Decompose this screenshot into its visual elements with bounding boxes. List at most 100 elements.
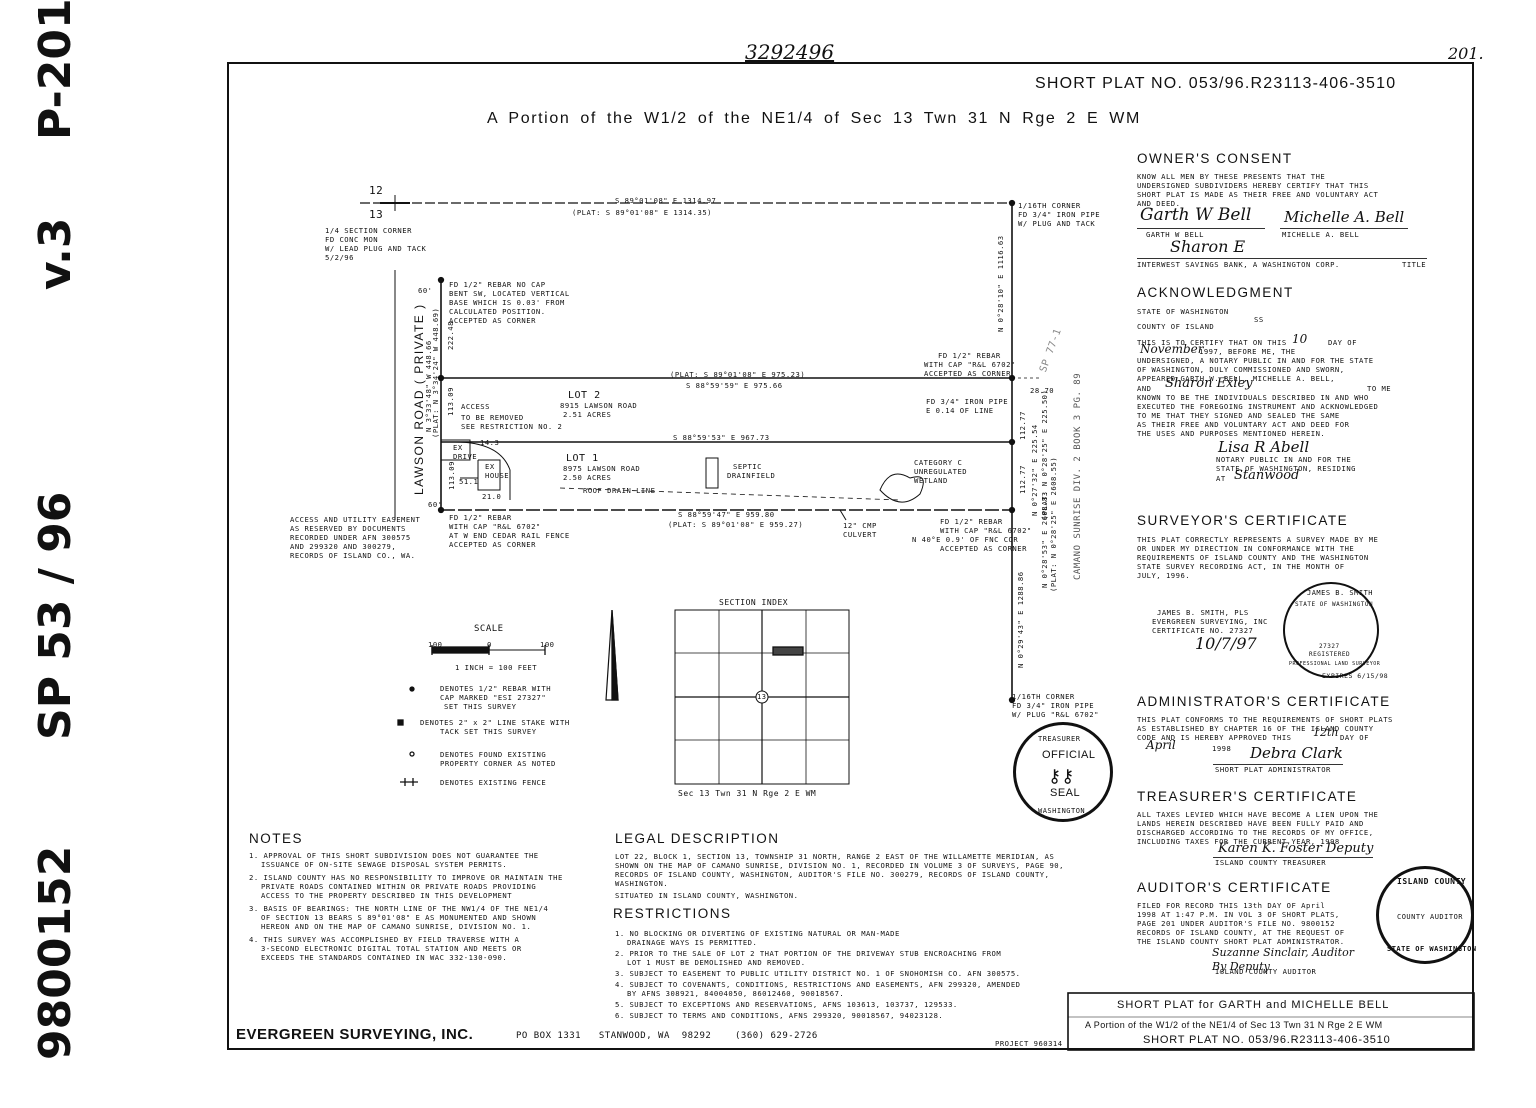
admin-sig-line xyxy=(1213,764,1343,765)
seal-registered: REGISTERED xyxy=(1309,651,1351,658)
admin-label: SHORT PLAT ADMINISTRATOR xyxy=(1215,765,1331,774)
owners-consent-title: OWNER'S CONSENT xyxy=(1137,151,1293,166)
east-mid-bearing: N 0°27'32" E 225.54 xyxy=(1030,424,1039,516)
seal-state-text: STATE OF WASHINGTON xyxy=(1295,601,1374,608)
bank-name: INTERWEST SAVINGS BANK, A WASHINGTON COR… xyxy=(1137,260,1340,269)
owner-signature-2: Michelle A. Bell xyxy=(1284,208,1405,226)
dim-14: 14.3 xyxy=(480,438,500,447)
owner-name-2: MICHELLE A. BELL xyxy=(1282,230,1360,239)
admin-month: April xyxy=(1146,738,1176,752)
plat-portion-title: A Portion of the W1/2 of the NE1/4 of Se… xyxy=(487,110,1141,127)
doc-number: 3292496 xyxy=(745,40,835,64)
legal-situated: SITUATED IN ISLAND COUNTY, WASHINGTON. xyxy=(615,891,799,900)
lot2-address: 8915 LAWSON ROAD xyxy=(560,401,638,410)
east-top-bearing: N 0°28'10" E 1116.63 xyxy=(996,235,1005,332)
titleblock-line-2: A Portion of the W1/2 of the NE1/4 of Se… xyxy=(1085,1020,1383,1030)
dim-511: 51.1 xyxy=(459,477,479,486)
ack-and: AND xyxy=(1137,384,1152,393)
footer-project: PROJECT 960314 xyxy=(995,1039,1063,1048)
scale-tick-mid: 0 xyxy=(487,640,492,649)
treasurer-seal: TREASURER OFFICIAL SEAL WASHINGTON ⚷⚷ xyxy=(1013,722,1113,822)
lot2-north-bearing: S 88°59'59" E 975.66 xyxy=(686,381,783,390)
restrictions-body: 1. NO BLOCKING OR DIVERTING OF EXISTING … xyxy=(615,929,1021,1020)
ack-month: November xyxy=(1140,342,1204,356)
treasurer-seal-top: TREASURER xyxy=(1038,735,1081,743)
ack-to-me: TO ME xyxy=(1367,384,1392,393)
sig-line-2 xyxy=(1280,228,1408,229)
treasurer-sig-line xyxy=(1213,857,1373,858)
roof-drain-label: ROOF DRAIN LINE xyxy=(583,486,656,495)
dim-210: 21.0 xyxy=(482,492,502,501)
north-line-plat: (PLAT: S 89°01'08" E 1314.35) xyxy=(572,208,712,217)
auditor-title: AUDITOR'S CERTIFICATE xyxy=(1137,880,1332,895)
admin-body: THIS PLAT CONFORMS TO THE REQUIREMENTS O… xyxy=(1137,715,1393,742)
seal-top-text: JAMES B. SMITH xyxy=(1307,589,1374,597)
titleblock-line-1: SHORT PLAT for GARTH and MICHELLE BELL xyxy=(1117,999,1390,1011)
ack-day: 10 xyxy=(1292,332,1308,346)
scale-text: 1 INCH = 100 FEET xyxy=(455,663,538,672)
ack-county: COUNTY OF ISLAND xyxy=(1137,322,1215,331)
sig-line-3 xyxy=(1137,258,1427,259)
page-number: 201. xyxy=(1448,44,1484,63)
legal-title: LEGAL DESCRIPTION xyxy=(615,831,780,846)
surveyor-cert: CERTIFICATE NO. 27327 xyxy=(1152,626,1254,635)
auditor-signature: Suzanne Sinclair, Auditor xyxy=(1212,946,1354,959)
restrictions-title: RESTRICTIONS xyxy=(613,906,732,921)
ack-title: ACKNOWLEDGMENT xyxy=(1137,285,1294,300)
ack-state: STATE OF WASHINGTON xyxy=(1137,307,1229,316)
lot2-area: 2.51 ACRES xyxy=(563,410,612,419)
section-number-12: 12 xyxy=(369,184,384,197)
auditor-seal-bottom: STATE OF WASHINGTON xyxy=(1387,945,1477,953)
plat-border xyxy=(227,62,1474,1050)
bank-signature: Sharon E xyxy=(1170,237,1246,256)
admin-signature: Debra Clark xyxy=(1250,744,1343,762)
notes-title: NOTES xyxy=(249,831,304,846)
section-index-caption: Sec 13 Twn 31 N Rge 2 E WM xyxy=(678,789,817,798)
lot2-label: LOT 2 xyxy=(568,390,601,401)
scale-title: SCALE xyxy=(474,624,504,634)
surveyor-name: JAMES B. SMITH, PLS xyxy=(1157,608,1249,617)
surveyor-company: EVERGREEN SURVEYING, INC xyxy=(1152,617,1268,626)
ack-body-2: KNOWN TO BE THE INDIVIDUALS DESCRIBED IN… xyxy=(1137,393,1379,438)
section-number-13: 13 xyxy=(369,208,384,221)
dim-60-bottom: 60' xyxy=(428,500,443,509)
treasurer-seal-seal: SEAL xyxy=(1050,787,1081,799)
east-lot-bearing: N 0°28'53" E 2608.83 xyxy=(1040,491,1049,588)
treasurer-label: ISLAND COUNTY TREASURER xyxy=(1215,858,1327,867)
north-line-bearing: S 89°01'08" E 1314.97 xyxy=(615,196,717,205)
south-line-plat: (PLAT: S 89°01'08" E 959.27) xyxy=(668,520,804,529)
section-index-title: SECTION INDEX xyxy=(719,598,789,607)
dim-222: 222.48 xyxy=(446,321,455,350)
lot2-north-plat: (PLAT: S 89°01'08" E 975.23) xyxy=(670,370,806,379)
bank-title: TITLE xyxy=(1402,260,1427,269)
key-icon: ⚷⚷ xyxy=(1048,766,1075,786)
surveyor-body: THIS PLAT CORRECTLY REPRESENTS A SURVEY … xyxy=(1137,535,1379,580)
treasurer-signature: Karen K. Foster Deputy xyxy=(1218,841,1374,856)
ack-name: Sharon Exley xyxy=(1165,376,1253,391)
dim-11277a: 112.77 xyxy=(1018,411,1027,440)
dim-11277c: 112.77 xyxy=(1018,465,1027,494)
treasurer-body: ALL TAXES LEVIED WHICH HAVE BECOME A LIE… xyxy=(1137,810,1379,846)
auditor-signature-2: By Deputy xyxy=(1212,960,1270,973)
auditor-seal-mid: COUNTY AUDITOR xyxy=(1397,913,1464,921)
legend-fence: DENOTES EXISTING FENCE xyxy=(440,778,547,787)
notes-body: 1. APPROVAL OF THIS SHORT SUBDIVISION DO… xyxy=(249,851,563,962)
auditor-label: ISLAND COUNTY AUDITOR xyxy=(1215,967,1317,976)
seal-expires: EXPIRES 6/15/98 xyxy=(1322,672,1389,680)
treasurer-seal-bottom: WASHINGTON xyxy=(1038,807,1086,815)
notary-line-2: STATE OF WASHINGTON, RESIDING xyxy=(1216,464,1356,473)
treasurer-title: TREASURER'S CERTIFICATE xyxy=(1137,789,1358,804)
auditor-seal-top: ISLAND COUNTY xyxy=(1397,877,1467,886)
